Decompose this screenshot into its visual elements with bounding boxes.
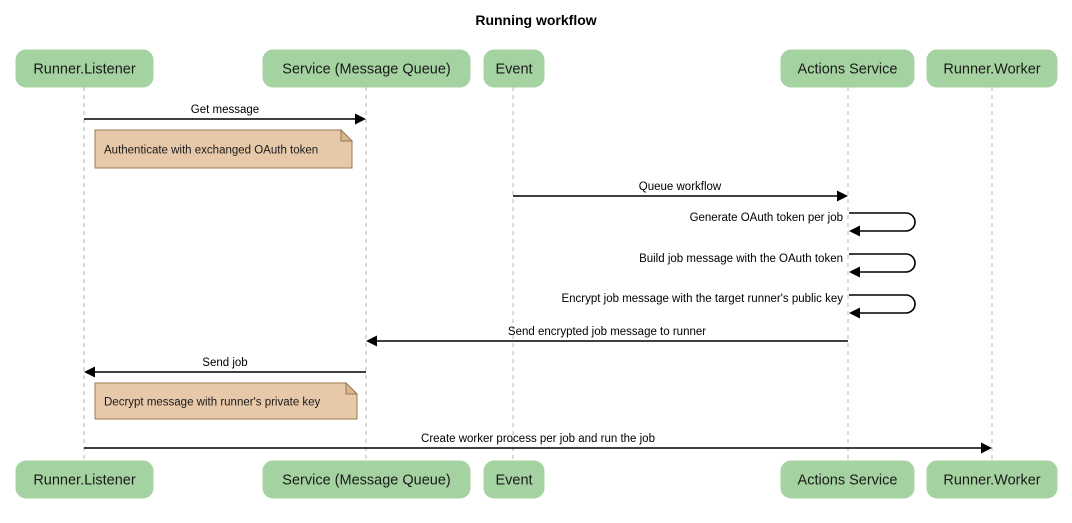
arrow-head — [366, 335, 377, 347]
participant-footer-runner-worker[interactable]: Runner.Worker — [926, 460, 1058, 499]
message-label: Generate OAuth token per job — [690, 212, 843, 224]
participant-header-runner-worker[interactable]: Runner.Worker — [926, 49, 1058, 88]
message-generate-oauth-token-per-job[interactable]: Generate OAuth token per job — [690, 212, 916, 237]
participant-label: Actions Service — [798, 473, 898, 489]
message-send-encrypted-job-message-to-runner[interactable]: Send encrypted job message to runner — [366, 326, 848, 347]
participant-header-runner-listener[interactable]: Runner.Listener — [15, 49, 154, 88]
note-label: Decrypt message with runner's private ke… — [104, 397, 321, 409]
note-body — [94, 382, 358, 420]
participant-box — [262, 49, 471, 88]
participant-label: Runner.Listener — [33, 473, 136, 489]
participant-footer-service-message-queue[interactable]: Service (Message Queue) — [262, 460, 471, 499]
message-label: Encrypt job message with the target runn… — [561, 293, 843, 305]
arrow-head — [981, 442, 992, 454]
message-encrypt-job-message-with-the-target-runners-public-key[interactable]: Encrypt job message with the target runn… — [561, 293, 916, 319]
message-label: Build job message with the OAuth token — [639, 253, 843, 265]
diagram-title: Running workflow — [475, 12, 596, 28]
message-queue-workflow[interactable]: Queue workflow — [513, 181, 848, 202]
participant-box — [926, 49, 1058, 88]
participant-header-actions-service[interactable]: Actions Service — [780, 49, 915, 88]
participant-header-event[interactable]: Event — [483, 49, 545, 88]
note-authenticate-with-exchanged-oauth-token: Authenticate with exchanged OAuth token — [94, 128, 354, 169]
notes-layer: Authenticate with exchanged OAuth tokenD… — [94, 128, 359, 420]
participant-label: Runner.Listener — [33, 62, 136, 78]
arrow-head — [355, 113, 366, 125]
participant-label: Event — [495, 473, 532, 489]
self-loop-path — [849, 212, 916, 232]
message-label: Send encrypted job message to runner — [508, 326, 706, 338]
arrow-head — [84, 366, 95, 378]
participant-label: Service (Message Queue) — [282, 62, 450, 78]
participant-box — [15, 49, 154, 88]
participant-box — [483, 49, 545, 88]
participant-box — [926, 460, 1058, 499]
note-fold-corner — [340, 128, 354, 142]
participant-label: Event — [495, 62, 532, 78]
self-loop-path — [849, 294, 916, 314]
note-body — [94, 129, 353, 169]
message-label: Send job — [202, 357, 247, 369]
participant-label: Runner.Worker — [943, 62, 1040, 78]
message-label: Queue workflow — [639, 181, 722, 193]
message-label: Create worker process per job and run th… — [421, 433, 655, 445]
participant-label: Actions Service — [798, 62, 898, 78]
note-fold-corner — [345, 381, 359, 395]
participant-footer-event[interactable]: Event — [483, 460, 545, 499]
note-decrypt-message-with-runners-private-key: Decrypt message with runner's private ke… — [94, 381, 359, 420]
arrow-head — [849, 266, 860, 278]
participant-footer-runner-listener[interactable]: Runner.Listener — [15, 460, 154, 499]
message-send-job[interactable]: Send job — [84, 357, 366, 378]
arrow-head — [849, 307, 860, 319]
message-label: Get message — [191, 104, 259, 116]
participant-header-service-message-queue[interactable]: Service (Message Queue) — [262, 49, 471, 88]
participant-label: Runner.Worker — [943, 473, 1040, 489]
participant-box — [15, 460, 154, 499]
participant-box — [483, 460, 545, 499]
participant-box — [780, 49, 915, 88]
message-build-job-message-with-the-oauth-token[interactable]: Build job message with the OAuth token — [639, 253, 916, 278]
message-create-worker-process-per-job-and-run-the-job[interactable]: Create worker process per job and run th… — [84, 433, 992, 454]
note-label: Authenticate with exchanged OAuth token — [104, 145, 318, 157]
message-get-message[interactable]: Get message — [84, 104, 366, 125]
arrow-head — [849, 225, 860, 237]
participant-box — [780, 460, 915, 499]
participant-box — [262, 460, 471, 499]
lifelines-layer — [83, 87, 993, 461]
arrow-head — [837, 190, 848, 202]
self-loop-path — [849, 253, 916, 273]
participant-label: Service (Message Queue) — [282, 473, 450, 489]
participant-footer-actions-service[interactable]: Actions Service — [780, 460, 915, 499]
